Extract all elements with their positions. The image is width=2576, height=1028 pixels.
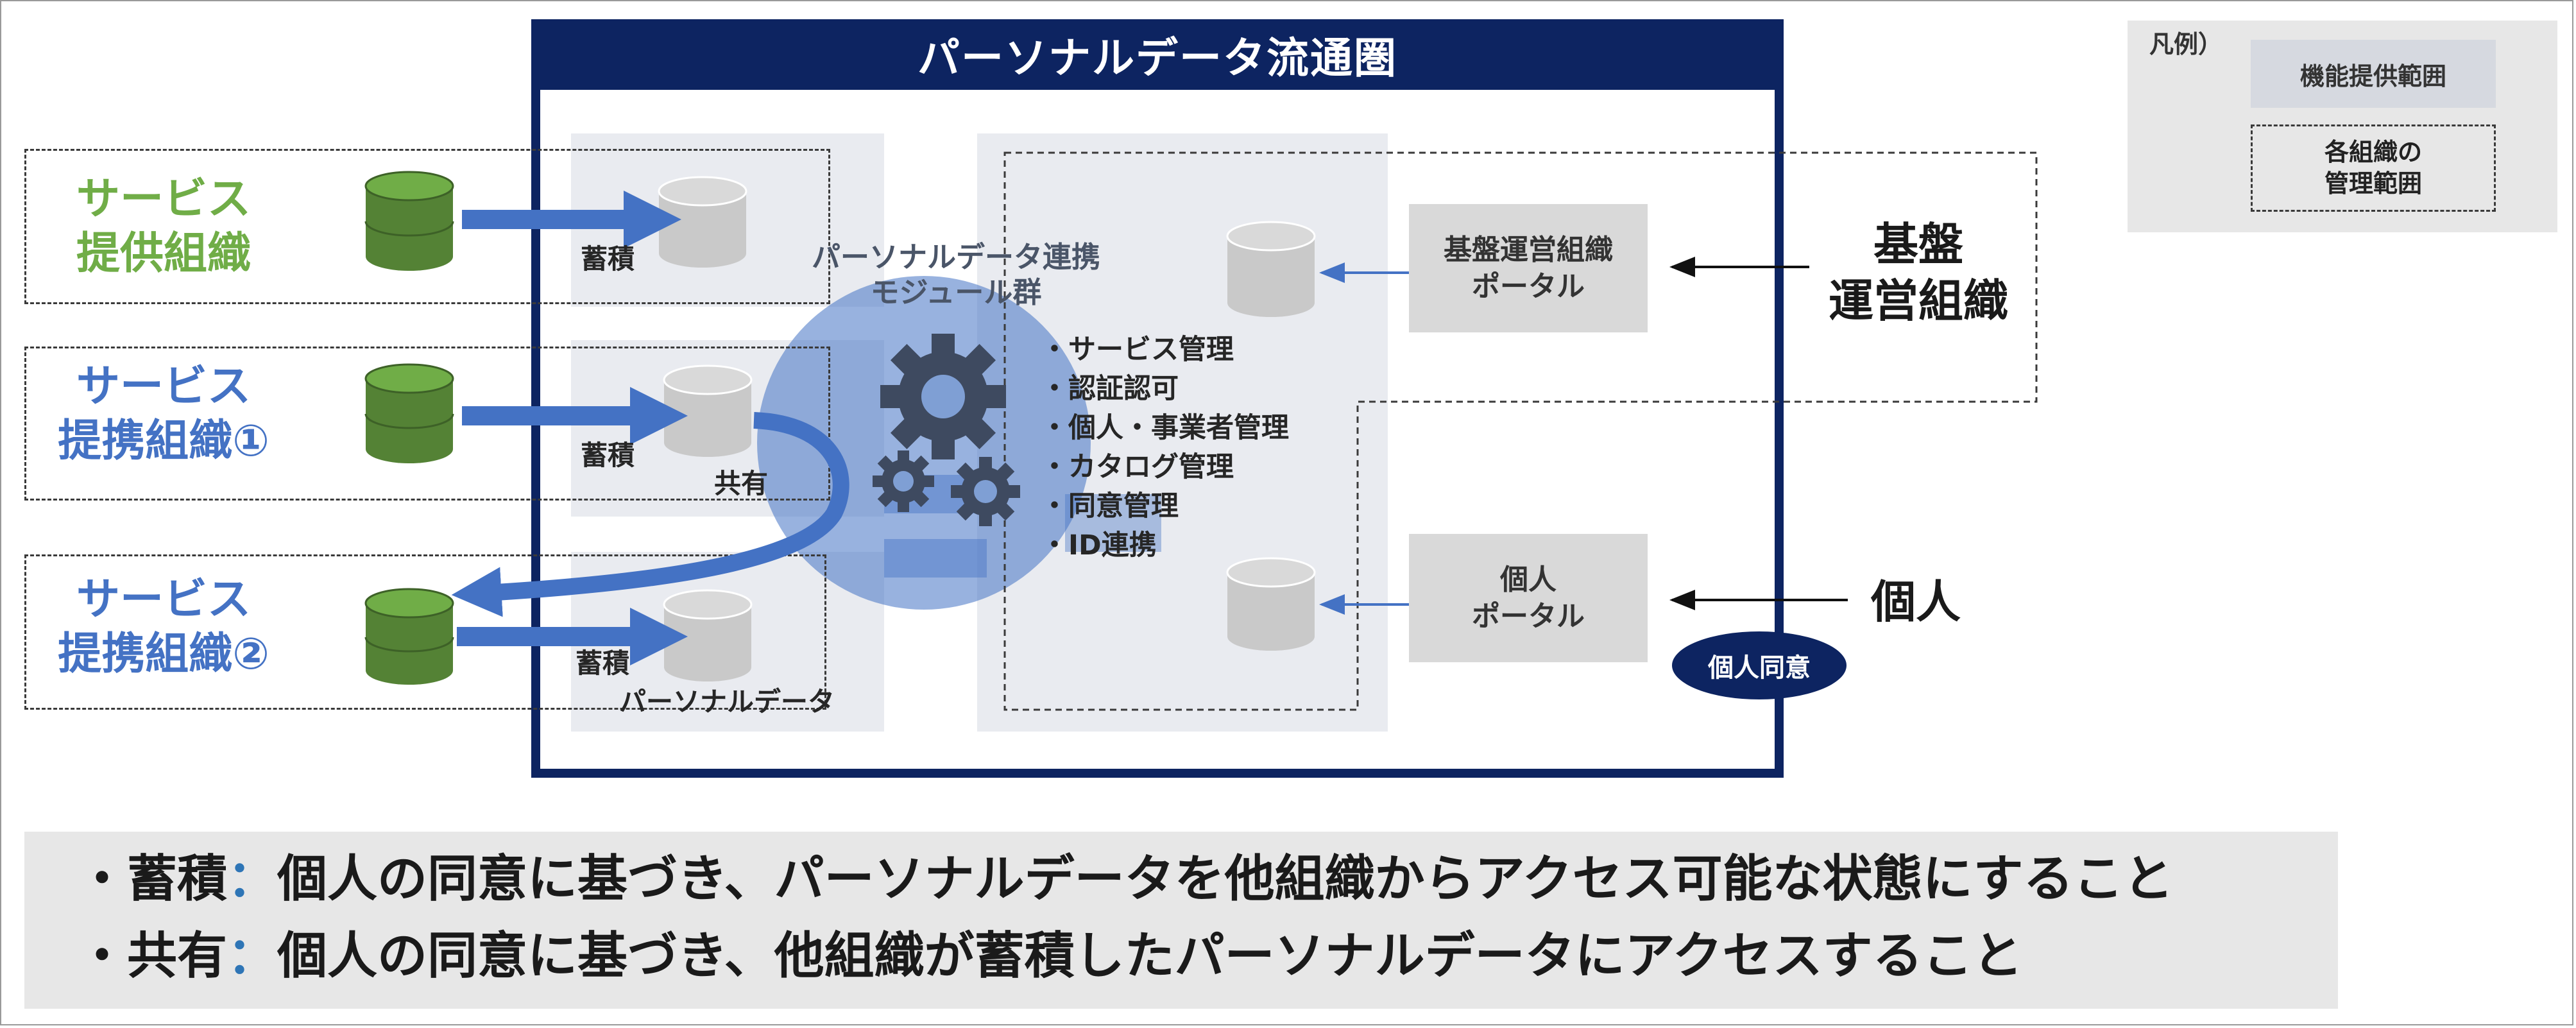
legend-function-scope-label: 機能提供範囲 (2299, 62, 2446, 90)
individual-portal: 個人 ポータル (1409, 534, 1648, 662)
legend-function-scope: 機能提供範囲 (2251, 40, 2496, 108)
platform-db-icon-1 (1226, 221, 1316, 317)
definition-share-colon: ： (227, 927, 278, 985)
org-partner1-label: サービス 提携組織① (58, 361, 269, 467)
definition-share-text: 個人の同意に基づき、他組織が蓄積したパーソナルデータにアクセスすること (277, 927, 2023, 985)
module-item: ・カタログ管理 (1041, 451, 1234, 483)
scope-partner2 (24, 554, 826, 710)
module-item: ・認証認可 (1041, 373, 1179, 405)
gear-icon-small-left (873, 450, 934, 512)
module-item: ・サービス管理 (1041, 334, 1234, 366)
distribution-area-header: パーソナルデータ流通圏 (531, 19, 1784, 90)
org-provider-label: サービス 提供組織 (76, 174, 251, 279)
distribution-area-title: パーソナルデータ流通圏 (917, 33, 1397, 83)
share-arrow (451, 412, 849, 617)
store-label-2: 蓄積 (581, 440, 635, 471)
module-function-list: ・サービス管理 ・認証認可 ・個人・事業者管理 ・カタログ管理 ・同意管理 ・I… (1041, 327, 1289, 562)
personal-data-label: パーソナルデータ (619, 686, 835, 717)
definition-share: ・共有：個人の同意に基づき、他組織が蓄積したパーソナルデータにアクセスすること (77, 927, 2023, 986)
store-label-1: 蓄積 (581, 243, 635, 275)
module-item: ・同意管理 (1041, 490, 1179, 522)
gear-icon-small-right (951, 457, 1020, 526)
consent-badge: 個人同意 (1672, 631, 1847, 699)
partner2-db-icon (364, 588, 454, 685)
definition-store-colon: ： (227, 850, 278, 908)
legend-heading: 凡例） (2149, 30, 2223, 58)
definition-share-term: ・共有 (77, 927, 228, 985)
org-platform-label: 基盤 運営組織 (1829, 218, 2008, 327)
legend-org-scope: 各組織の 管理範囲 (2251, 124, 2496, 212)
module-item: ・個人・事業者管理 (1041, 412, 1289, 444)
storage-db-icon-1 (658, 176, 747, 268)
module-connector-right (1065, 494, 1161, 552)
platform-portal: 基盤運営組織 ポータル (1409, 204, 1648, 332)
storage-db-icon-2 (663, 364, 753, 457)
gear-icon-large (880, 334, 1006, 459)
definition-store-text: 個人の同意に基づき、パーソナルデータを他組織からアクセス可能な状態にすること (277, 850, 2174, 908)
storage-db-icon-3 (663, 589, 753, 681)
scope-provider (24, 149, 830, 304)
module-title: パーソナルデータ連携 モジュール群 (811, 240, 1100, 309)
module-item: ・ID連携 (1041, 529, 1157, 561)
definition-store-term: ・蓄積 (77, 850, 228, 908)
definition-store: ・蓄積：個人の同意に基づき、パーソナルデータを他組織からアクセス可能な状態にする… (77, 850, 2174, 909)
partner1-db-icon (364, 363, 454, 463)
consent-badge-label: 個人同意 (1708, 653, 1811, 683)
scope-platform-path (1003, 151, 2038, 711)
store-label-3: 蓄積 (576, 647, 630, 679)
platform-db-icon-2 (1226, 557, 1316, 651)
scope-partner1 (24, 347, 830, 501)
definitions-panel (24, 832, 2338, 1009)
org-partner2-label: サービス 提携組織② (58, 574, 269, 680)
org-individual-label: 個人 (1871, 576, 1961, 628)
legend-org-scope-label: 各組織の 管理範囲 (2324, 137, 2422, 198)
provider-db-icon (364, 171, 454, 271)
share-label: 共有 (714, 468, 769, 499)
